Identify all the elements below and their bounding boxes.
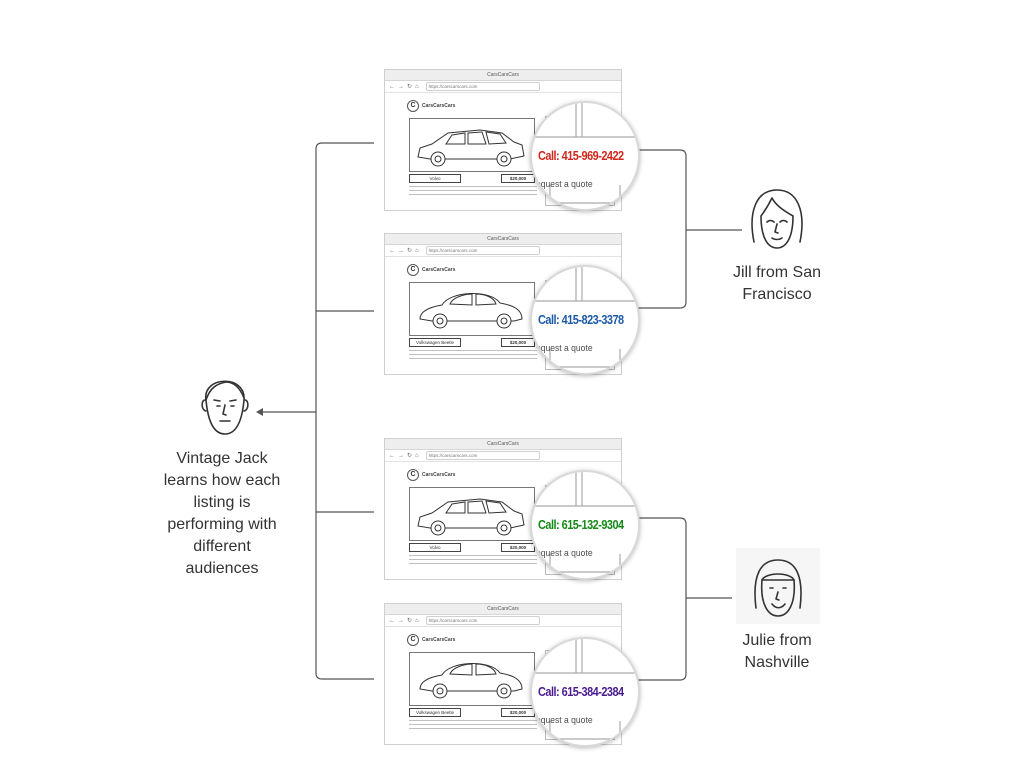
- audience-label-line: Nashville: [744, 654, 810, 671]
- call-number-red: Call: 415-969-2422: [538, 148, 624, 163]
- hatchback-car-icon: [417, 129, 525, 167]
- window-title: CarsCarsCars: [385, 604, 621, 615]
- description-lines: [409, 555, 537, 567]
- woman-face-icon: [751, 189, 803, 249]
- site-logo: C CarsCarsCars: [407, 634, 455, 646]
- url-field: https://carscarscars.com: [425, 451, 540, 460]
- address-bar: ← → ↻ ⌂ https://carscarscars.com: [385, 450, 621, 462]
- logo-name: CarsCarsCars: [422, 637, 456, 643]
- model-label: Volvo: [409, 543, 461, 552]
- phone-magnifier-2: Call: 415-823-3378 equest a quote: [530, 265, 640, 375]
- description-lines: [409, 720, 537, 732]
- home-icon: ⌂: [415, 83, 419, 90]
- price-label: $20,000: [501, 543, 535, 552]
- magnified-detail: [532, 639, 638, 740]
- forward-arrow-icon: →: [398, 247, 404, 254]
- window-title: CarsCarsCars: [385, 70, 621, 81]
- avatar-julie: [736, 548, 820, 624]
- logo-mark: C: [407, 469, 419, 481]
- phone-magnifier-4: Call: 615-384-2384 equest a quote: [530, 637, 640, 747]
- home-icon: ⌂: [415, 617, 419, 624]
- site-logo: C CarsCarsCars: [407, 100, 455, 112]
- logo-mark: C: [407, 634, 419, 646]
- magnified-detail: [532, 472, 638, 573]
- price-label: $20,000: [501, 338, 535, 347]
- model-label: Volkswagen Beetle: [409, 708, 461, 717]
- man-face-icon: [201, 380, 249, 435]
- center-label-line: performing with: [167, 516, 277, 533]
- hatchback-car-icon: [417, 498, 525, 536]
- woman-face-icon: [754, 559, 802, 617]
- reload-icon: ↻: [407, 452, 413, 459]
- model-label: Volkswagen Beetle: [409, 338, 461, 347]
- quote-text: equest a quote: [536, 715, 593, 726]
- forward-arrow-icon: →: [398, 83, 404, 90]
- address-bar: ← → ↻ ⌂ https://carscarscars.com: [385, 615, 621, 627]
- site-logo: C CarsCarsCars: [407, 469, 455, 481]
- left-bracket: [315, 142, 374, 680]
- back-arrow-icon: ←: [389, 247, 395, 254]
- audience-label-line: Julie from: [742, 632, 812, 649]
- address-bar: ← → ↻ ⌂ https://carscarscars.com: [385, 81, 621, 93]
- reload-icon: ↻: [407, 617, 413, 624]
- quote-text: equest a quote: [536, 179, 593, 190]
- center-label-line: learns how each: [163, 472, 281, 489]
- call-number-purple: Call: 615-384-2384: [538, 684, 624, 699]
- call-number-green: Call: 615-132-9304: [538, 517, 624, 532]
- center-person-label: Vintage Jack learns how each listing is …: [148, 448, 296, 580]
- url-field: https://carscarscars.com: [425, 246, 540, 255]
- address-bar: ← → ↻ ⌂ https://carscarscars.com: [385, 245, 621, 257]
- magnified-detail: [532, 103, 638, 204]
- car-photo: [409, 652, 535, 706]
- car-photo: [409, 487, 535, 541]
- url-field: https://carscarscars.com: [425, 82, 540, 91]
- center-label-line: Vintage Jack: [176, 450, 268, 467]
- model-label: Volvo: [409, 174, 461, 183]
- audience-label-jill: Jill from San Francisco: [712, 262, 842, 306]
- car-photo: [409, 282, 535, 336]
- call-number-blue: Call: 415-823-3378: [538, 312, 624, 327]
- logo-mark: C: [407, 264, 419, 276]
- phone-magnifier-3: Call: 615-132-9304 equest a quote: [530, 470, 640, 580]
- site-logo: C CarsCarsCars: [407, 264, 455, 276]
- url-field: https://carscarscars.com: [425, 616, 540, 625]
- reload-icon: ↻: [407, 83, 413, 90]
- quote-text: equest a quote: [536, 343, 593, 354]
- car-photo: [409, 118, 535, 172]
- center-label-line: audiences: [185, 560, 259, 577]
- description-lines: [409, 186, 537, 198]
- price-label: $20,000: [501, 708, 535, 717]
- price-label: $20,000: [501, 174, 535, 183]
- reload-icon: ↻: [407, 247, 413, 254]
- back-arrow-icon: ←: [389, 452, 395, 459]
- audience-label-line: Francisco: [742, 286, 812, 303]
- forward-arrow-icon: →: [398, 452, 404, 459]
- audience-label-line: Jill from San: [732, 264, 822, 281]
- window-title: CarsCarsCars: [385, 439, 621, 450]
- quote-text: equest a quote: [536, 548, 593, 559]
- description-lines: [409, 350, 537, 362]
- arrow-head-icon: [256, 408, 263, 416]
- center-label-line: listing is: [193, 494, 251, 511]
- logo-name: CarsCarsCars: [422, 472, 456, 478]
- logo-name: CarsCarsCars: [422, 103, 456, 109]
- logo-name: CarsCarsCars: [422, 267, 456, 273]
- right-bracket-bottom: [628, 517, 687, 681]
- phone-magnifier-1: Call: 415-969-2422 equest a quote: [530, 101, 640, 211]
- beetle-car-icon: [419, 292, 523, 329]
- home-icon: ⌂: [415, 452, 419, 459]
- forward-arrow-icon: →: [398, 617, 404, 624]
- magnified-detail: [532, 267, 638, 368]
- audience-label-julie: Julie from Nashville: [712, 630, 842, 674]
- back-arrow-icon: ←: [389, 83, 395, 90]
- center-label-line: different: [193, 538, 251, 555]
- right-bracket-top: [628, 149, 687, 309]
- home-icon: ⌂: [415, 247, 419, 254]
- window-title: CarsCarsCars: [385, 234, 621, 245]
- logo-mark: C: [407, 100, 419, 112]
- back-arrow-icon: ←: [389, 617, 395, 624]
- beetle-car-icon: [419, 662, 523, 699]
